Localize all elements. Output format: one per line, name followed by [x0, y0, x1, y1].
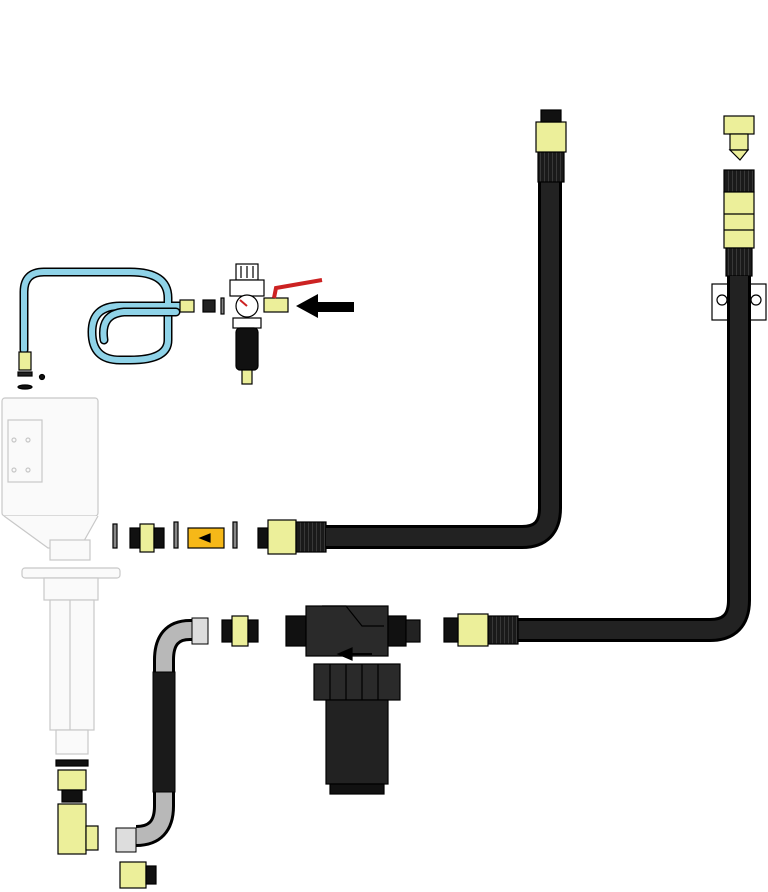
return-hose-icon: [516, 276, 751, 642]
brass-nipple-icon: [221, 615, 259, 647]
filter-housing-icon: [285, 605, 421, 795]
pump-icon: [1, 397, 121, 755]
swivel-elbow-icon: [55, 759, 157, 889]
air-hose-fitting-icon: [17, 297, 225, 390]
coiled-air-hose-icon: [19, 267, 185, 365]
return-hose-fitting-icon: [443, 613, 519, 647]
brass-fittings-icon: [112, 519, 327, 555]
arrow-left-icon: [296, 294, 354, 318]
stainless-flex-hose-icon: [115, 617, 209, 853]
hose-end-fitting-icon: [535, 109, 567, 183]
check-valve-icon: [187, 527, 225, 549]
filter-regulator-icon: [229, 263, 323, 385]
black-hose-icon: [326, 178, 562, 549]
quick-coupler-icon: [723, 115, 755, 277]
